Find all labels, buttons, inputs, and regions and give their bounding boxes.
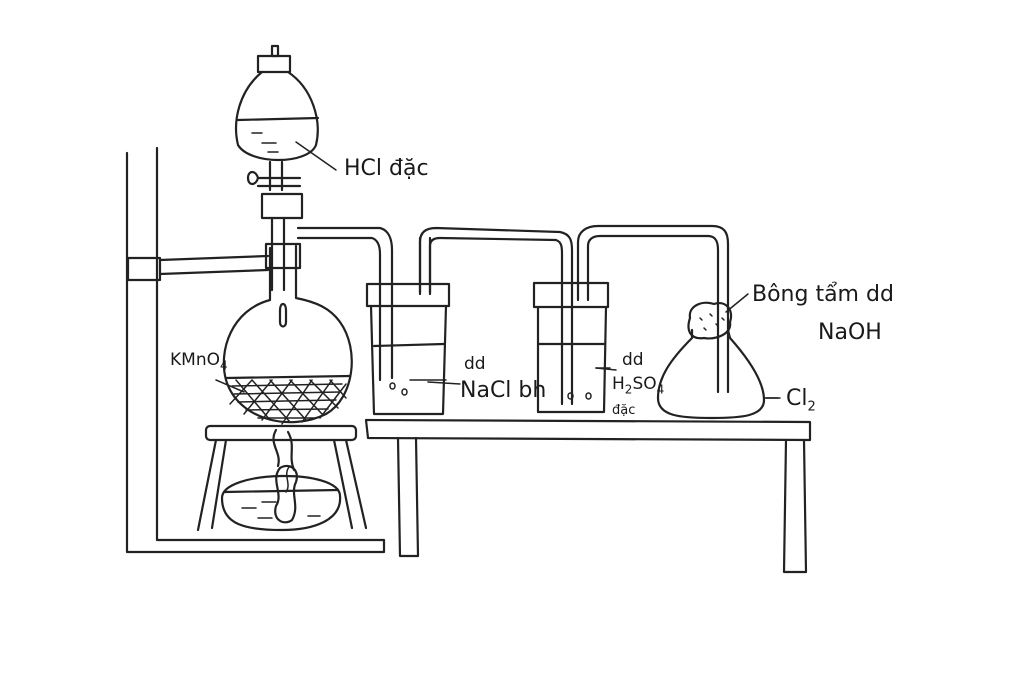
label-h2so4: H2SO4	[612, 374, 665, 397]
label-cl2: Cl2	[786, 386, 816, 415]
label-h2so4-h: H	[612, 374, 625, 394]
label-cotton: Bông tẩm dd	[752, 282, 894, 307]
label-leaders	[215, 141, 781, 399]
delivery-tube-2	[418, 226, 574, 406]
label-naoh: NaOH	[818, 320, 882, 345]
label-nacl-dd: dd	[464, 354, 486, 374]
label-nacl: NaCl bh	[460, 378, 547, 403]
delivery-tube-3	[576, 224, 730, 394]
round-flask	[222, 244, 353, 425]
label-kmno4-text: KMnO	[170, 350, 220, 370]
label-cl2-text: Cl	[786, 386, 808, 411]
label-h2so4-sub1: 2	[624, 382, 633, 397]
label-kmno4-subscript: 4	[219, 358, 228, 373]
label-kmno4: KMnO4	[170, 350, 228, 373]
label-hcl: HCl đặc	[344, 156, 429, 181]
delivery-tube-1	[296, 226, 394, 382]
label-h2so4-sub2: 4	[656, 382, 665, 397]
label-cl2-subscript: 2	[807, 399, 816, 415]
label-h2so4-dd: dd	[622, 350, 644, 370]
lab-table	[364, 418, 812, 574]
label-h2so4-concentrated: đặc	[612, 403, 636, 418]
separatory-funnel	[234, 44, 320, 292]
label-h2so4-so: SO	[632, 374, 657, 394]
tripod-burner	[196, 424, 368, 532]
